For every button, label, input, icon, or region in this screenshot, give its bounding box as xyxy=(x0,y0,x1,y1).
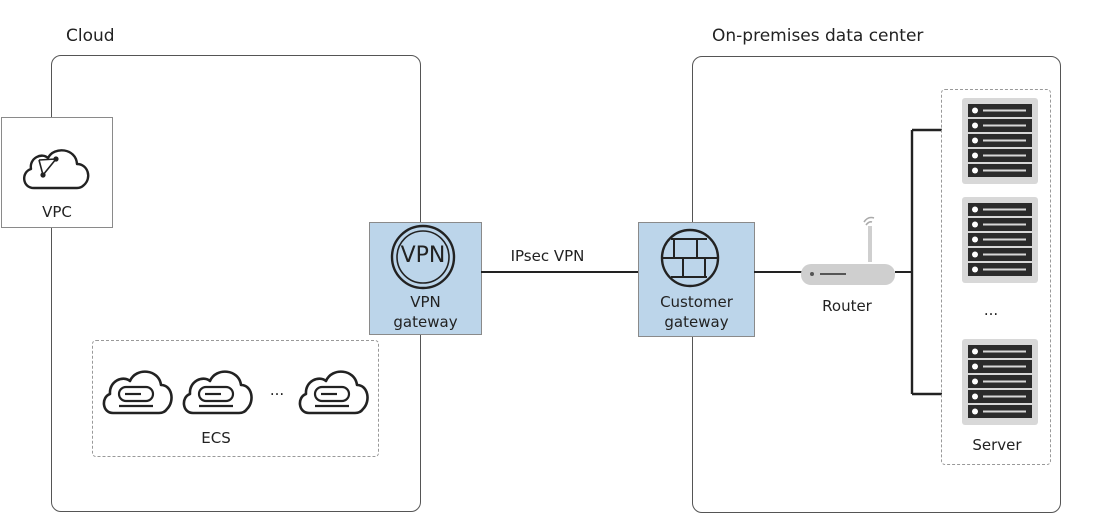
server-group xyxy=(941,89,1051,465)
ecs-label: ECS xyxy=(201,429,231,447)
vpc-cloud-icon xyxy=(23,149,90,190)
ecs-cloud-icon-2[interactable] xyxy=(181,355,261,415)
vpn-gateway-node[interactable]: VPN VPN gateway xyxy=(369,222,482,335)
vpn-icon xyxy=(390,224,456,290)
cloud-title: Cloud xyxy=(66,26,115,46)
server-icon-2[interactable] xyxy=(962,197,1038,283)
customer-gateway-label-1: Customer xyxy=(660,293,733,311)
gateway-router-line xyxy=(754,271,804,273)
server-icon-1[interactable] xyxy=(962,98,1038,184)
ecs-cloud-icon-1[interactable] xyxy=(101,355,181,415)
onprem-title: On-premises data center xyxy=(712,26,924,46)
router-label: Router xyxy=(822,297,872,315)
vpc-node[interactable]: VPC xyxy=(1,117,113,228)
vpn-icon-text: VPN xyxy=(400,243,446,268)
ecs-group xyxy=(92,340,379,457)
ecs-ellipsis: ... xyxy=(269,381,285,399)
server-ellipsis: ... xyxy=(983,301,999,319)
customer-gateway-icon xyxy=(660,228,720,288)
ecs-cloud-icon-3[interactable] xyxy=(297,355,377,415)
customer-gateway-label-2: gateway xyxy=(664,313,729,331)
router-bracket-line xyxy=(895,271,913,273)
server-label: Server xyxy=(972,436,1022,454)
server-icon-3[interactable] xyxy=(962,339,1038,425)
router-icon[interactable] xyxy=(798,214,898,285)
vpn-gateway-label-1: VPN xyxy=(410,293,441,311)
vpn-gateway-label-2: gateway xyxy=(393,313,458,331)
ipsec-label: IPsec VPN xyxy=(510,247,585,265)
server-bracket xyxy=(910,128,942,396)
ipsec-link-line xyxy=(481,271,639,273)
vpc-label: VPC xyxy=(42,203,72,221)
customer-gateway-node[interactable]: Customer gateway xyxy=(638,222,755,337)
